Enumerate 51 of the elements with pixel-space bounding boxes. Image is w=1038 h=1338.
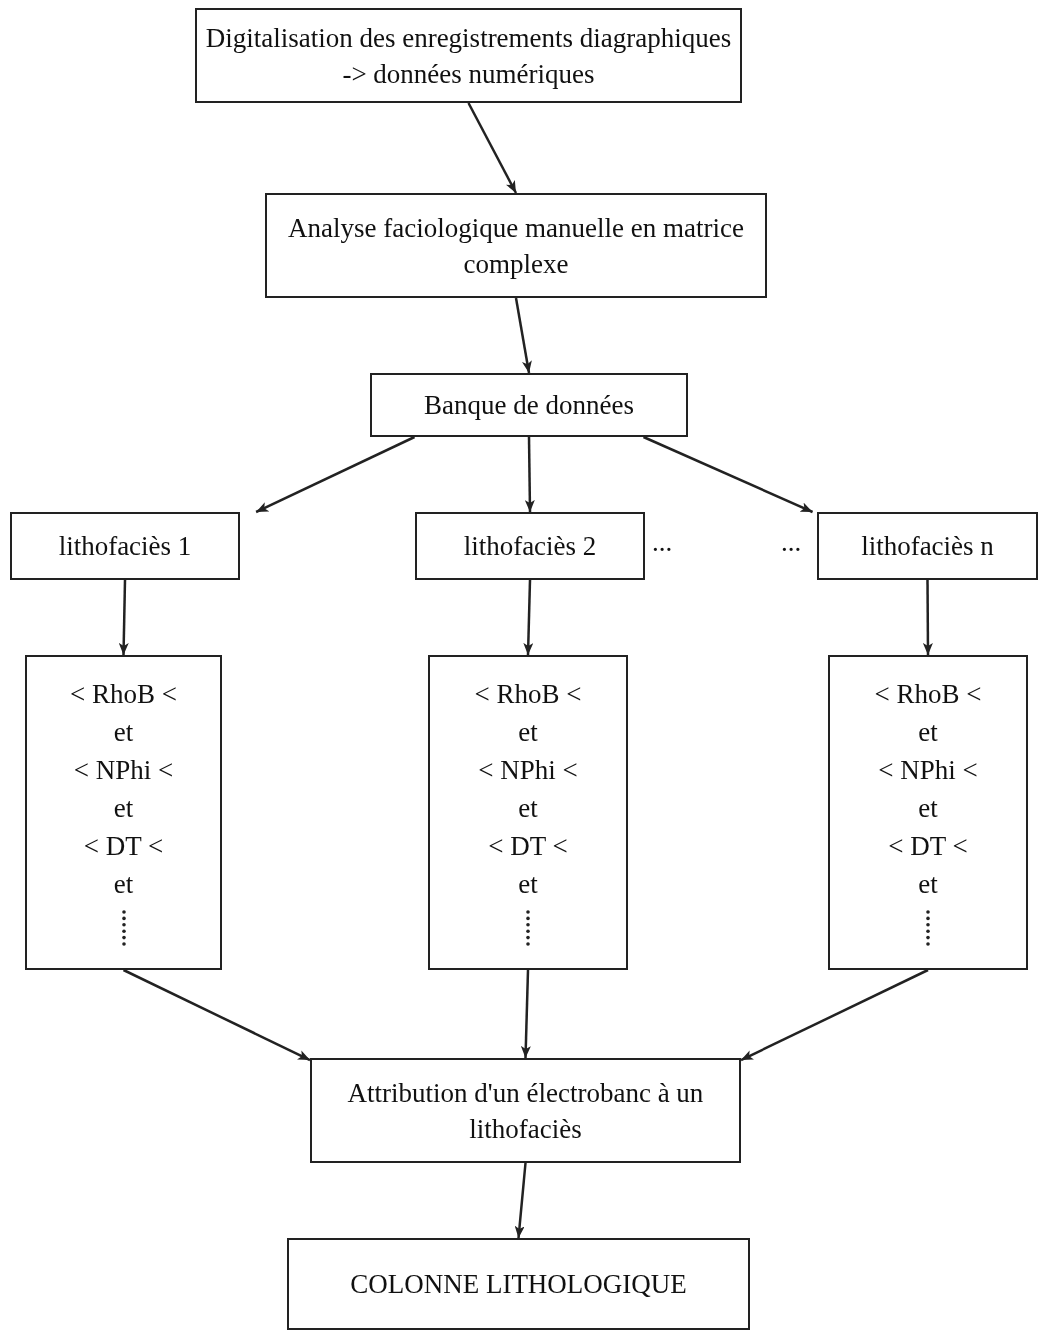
arrow xyxy=(467,102,518,194)
process-box xyxy=(817,512,1038,580)
process-box xyxy=(195,8,742,103)
arrow xyxy=(118,579,129,656)
box-text: < NPhi < xyxy=(878,754,978,787)
arrow xyxy=(520,969,531,1059)
box-text: lithofaciès 2 xyxy=(463,530,597,563)
box-text: lithofaciès 1 xyxy=(58,530,192,563)
condition-box xyxy=(428,655,628,970)
box-text: lithofaciès n xyxy=(861,530,994,563)
box-text: < NPhi < xyxy=(478,754,578,787)
box-text: et xyxy=(918,792,938,825)
box-text: Analyse faciologique manuelle en matrice complexe xyxy=(287,211,745,281)
process-box xyxy=(370,373,688,437)
arrow xyxy=(122,968,311,1062)
box-text: et xyxy=(113,868,134,901)
box-text: et xyxy=(518,792,538,825)
box-text: Attribution d'un électrobanc à un lithofaciès xyxy=(346,1076,705,1146)
arrow xyxy=(514,1162,527,1239)
arrow xyxy=(523,579,534,656)
arrow xyxy=(255,435,416,514)
process-box xyxy=(10,512,240,580)
box-text: < NPhi < xyxy=(73,754,174,787)
process-box xyxy=(287,1238,750,1330)
box-text: COLONNE LITHOLOGIQUE xyxy=(350,1268,687,1301)
box-text: < DT < xyxy=(83,830,164,863)
arrow xyxy=(922,580,933,655)
box-text: < DT < xyxy=(888,830,968,863)
arrow xyxy=(514,297,532,374)
box-text: < RhoB < xyxy=(70,678,177,711)
box-text: et xyxy=(918,868,938,901)
box-text: et xyxy=(113,792,134,825)
box-text: Digitalisation des enregistrements diagraphiques -> données numériques xyxy=(205,21,732,91)
process-box xyxy=(265,193,767,298)
arrow xyxy=(642,435,814,514)
arrow xyxy=(524,437,535,512)
box-text: Banque de données xyxy=(424,389,634,422)
process-box xyxy=(310,1058,741,1163)
box-text: < DT < xyxy=(488,830,568,863)
box-text: et xyxy=(918,716,938,749)
condition-box xyxy=(25,655,222,970)
box-text: < RhoB < xyxy=(474,678,582,711)
box-text: et xyxy=(518,716,538,749)
box-text: et xyxy=(518,868,538,901)
arrow xyxy=(740,968,929,1062)
ellipsis-text: ... xyxy=(781,527,802,558)
ellipsis-text: ... xyxy=(652,527,673,558)
process-box xyxy=(415,512,645,580)
condition-box xyxy=(828,655,1028,970)
box-text: et xyxy=(113,716,134,749)
box-text: < RhoB < xyxy=(874,678,982,711)
